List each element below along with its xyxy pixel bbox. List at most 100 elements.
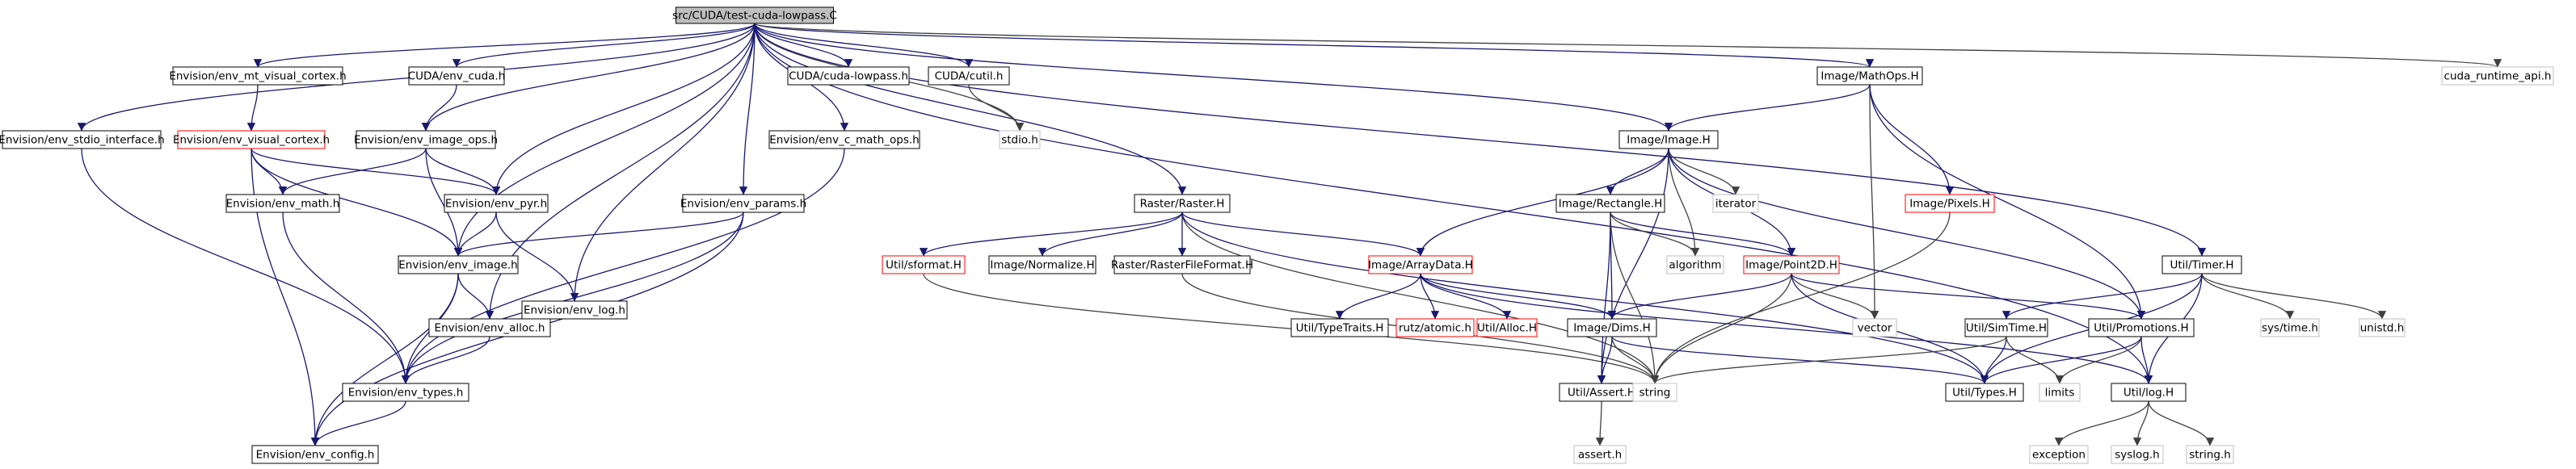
node-image[interactable]: Image/Image.H <box>1618 130 1719 149</box>
edge-timer-to-unistd <box>2201 273 2387 320</box>
edge-sformat-to-string <box>923 273 1660 384</box>
node-typetraits[interactable]: Util/TypeTraits.H <box>1290 318 1389 337</box>
node-mathops[interactable]: Image/MathOps.H <box>1816 66 1923 86</box>
node-label: Raster/RasterFileFormat.H <box>1111 259 1253 272</box>
node-label: unistd.h <box>2360 322 2405 335</box>
node-box <box>172 66 343 86</box>
node-exception[interactable]: exception <box>2029 445 2089 464</box>
node-simtime[interactable]: Util/SimTime.H <box>1964 318 2048 337</box>
node-root[interactable]: src/CUDA/test-cuda-lowpass.C <box>672 6 837 24</box>
edge-cutil-to-stdio <box>968 84 1025 132</box>
node-stdio[interactable]: stdio.h <box>999 130 1041 149</box>
edge-img_ops-to-env_image <box>425 148 463 257</box>
node-log[interactable]: Util/log.H <box>2111 383 2187 402</box>
edge-rect-to-point2d <box>1610 211 1796 257</box>
node-label: exception <box>2032 449 2086 462</box>
node-env_log[interactable]: Envision/env_log.h <box>521 300 628 320</box>
edge-mathops-to-promotions <box>1869 84 2146 320</box>
node-label: Envision/env_c_math_ops.h <box>769 134 919 147</box>
node-box <box>2088 318 2195 337</box>
edge-timer-to-systime <box>2201 273 2295 320</box>
node-raster[interactable]: Raster/Raster.H <box>1134 194 1231 213</box>
edge-promotions-to-log <box>2140 336 2153 384</box>
node-box <box>1113 255 1251 274</box>
node-mt_vc[interactable]: Envision/env_mt_visual_cortex.h <box>169 66 347 86</box>
edge-raster-to-arraydata <box>1181 211 1425 257</box>
node-stdio_if[interactable]: Envision/env_stdio_interface.h <box>0 130 165 149</box>
edge-dims-to-assert <box>1597 336 1613 384</box>
node-vc[interactable]: Envision/env_visual_cortex.h <box>173 130 330 149</box>
node-label: rutz/atomic.h <box>1399 322 1471 335</box>
edge-stdio_if-to-env_types <box>81 148 410 384</box>
node-env_math[interactable]: Envision/env_math.h <box>225 194 340 213</box>
node-cuda_lowpass[interactable]: CUDA/cuda-lowpass.h <box>787 66 910 86</box>
node-alloc[interactable]: Util/Alloc.H <box>1476 318 1538 337</box>
node-assert_h[interactable]: assert.h <box>1573 445 1627 464</box>
node-unistd[interactable]: unistd.h <box>2359 318 2406 337</box>
node-env_alloc[interactable]: Envision/env_alloc.h <box>428 318 551 337</box>
node-cuda_rt[interactable]: cuda_runtime_api.h <box>2441 66 2554 86</box>
node-label: string.h <box>2189 449 2231 462</box>
node-rasterff[interactable]: Raster/RasterFileFormat.H <box>1111 255 1253 274</box>
edge-promotions-to-limits <box>2055 336 2142 384</box>
node-iterator[interactable]: iterator <box>1712 194 1759 213</box>
node-limits[interactable]: limits <box>2039 383 2081 402</box>
node-arraydata[interactable]: Image/ArrayData.H <box>1368 255 1473 274</box>
node-string_h[interactable]: string.h <box>2186 445 2234 464</box>
node-point2d[interactable]: Image/Point2D.H <box>1743 255 1840 274</box>
edge-point2d-to-dims <box>1607 273 1792 320</box>
node-algorithm[interactable]: algorithm <box>1666 255 1724 274</box>
edge-env_math-to-env_types <box>282 211 410 384</box>
edge-root-to-cuda_rt <box>754 23 2502 68</box>
edge-raster-to-sformat <box>919 211 1183 257</box>
node-c_math[interactable]: Envision/env_c_math_ops.h <box>768 130 920 149</box>
edge-timer-to-simtime <box>2001 273 2203 320</box>
node-timer[interactable]: Util/Timer.H <box>2161 255 2242 274</box>
node-atomic[interactable]: rutz/atomic.h <box>1395 318 1475 337</box>
node-env_config[interactable]: Envision/env_config.h <box>251 445 379 464</box>
node-pixels[interactable]: Image/Pixels.H <box>1905 194 1995 213</box>
edge-env_types-to-env_config <box>310 400 406 446</box>
edge-simtime-to-limits <box>2006 336 2065 384</box>
node-normalize[interactable]: Image/Normalize.H <box>988 255 1096 274</box>
edge-point2d-to-promotions <box>1791 273 2146 320</box>
node-systime[interactable]: sys/time.h <box>2260 318 2320 337</box>
node-env_cuda[interactable]: CUDA/env_cuda.h <box>408 66 506 86</box>
node-label: Envision/env_math.h <box>226 198 340 211</box>
node-env_image[interactable]: Envision/env_image.h <box>398 255 519 274</box>
node-dims[interactable]: Image/Dims.H <box>1567 318 1657 337</box>
node-syslog[interactable]: syslog.h <box>2111 445 2164 464</box>
node-box <box>177 130 326 149</box>
node-env_params[interactable]: Envision/env_params.h <box>680 194 806 213</box>
node-label: Envision/env_mt_visual_cortex.h <box>169 70 346 83</box>
edge-root-to-env_cuda <box>452 23 756 68</box>
node-label: Util/TypeTraits.H <box>1296 322 1384 335</box>
node-assert[interactable]: Util/Assert.H <box>1559 383 1644 402</box>
node-box <box>1632 383 1677 402</box>
node-box <box>521 300 628 320</box>
node-label: Envision/env_log.h <box>524 304 625 317</box>
node-label: Image/Point2D.H <box>1745 259 1837 272</box>
node-env_pyr[interactable]: Envision/env_pyr.h <box>444 194 549 213</box>
node-img_ops[interactable]: Envision/env_image_ops.h <box>354 130 498 149</box>
node-env_types[interactable]: Envision/env_types.h <box>342 383 469 402</box>
edge-raster-to-types <box>1181 211 1989 384</box>
node-label: Envision/env_image_ops.h <box>354 134 498 147</box>
edge-point2d-to-string <box>1650 273 1792 384</box>
node-box <box>2186 445 2234 464</box>
node-label: algorithm <box>1669 259 1721 272</box>
edge-image-to-iterator <box>1668 148 1740 195</box>
node-label: vector <box>1858 322 1892 335</box>
node-string[interactable]: string <box>1632 383 1677 402</box>
edge-rect-to-algorithm <box>1610 211 1700 257</box>
node-label: Envision/env_params.h <box>680 198 806 211</box>
edge-root-to-img_ops <box>421 23 756 132</box>
node-promotions[interactable]: Util/Promotions.H <box>2088 318 2195 337</box>
edge-img_ops-to-env_math <box>278 148 427 195</box>
node-types[interactable]: Util/Types.H <box>1945 383 2024 402</box>
node-vector[interactable]: vector <box>1852 318 1897 337</box>
node-cutil[interactable]: CUDA/cutil.h <box>928 66 1010 86</box>
node-sformat[interactable]: Util/sformat.H <box>882 255 966 274</box>
node-rect[interactable]: Image/Rectangle.H <box>1555 194 1665 213</box>
edge-env_cuda-to-img_ops <box>421 84 457 132</box>
